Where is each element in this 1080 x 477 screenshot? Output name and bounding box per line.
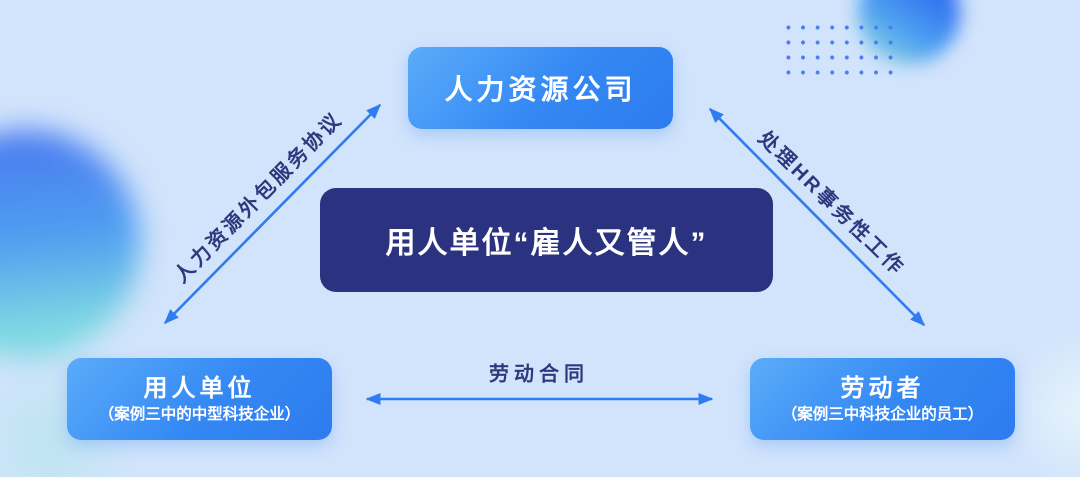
dot-grid-decoration xyxy=(786,25,897,85)
arrow-outsourcing-agreement xyxy=(163,103,382,325)
node-worker-title: 劳动者 xyxy=(840,374,925,402)
node-worker-subtitle: （案例三中科技企业的员工） xyxy=(781,405,984,423)
node-employer: 用人单位 （案例三中的中型科技企业） xyxy=(67,358,332,440)
node-employer-subtitle: （案例三中的中型科技企业） xyxy=(98,405,301,423)
node-relationship-label: 用人单位“雇人又管人” xyxy=(385,227,708,260)
node-hr-company-label: 人力资源公司 xyxy=(444,74,637,105)
node-employer-title: 用人单位 xyxy=(143,374,256,402)
node-relationship-banner: 用人单位“雇人又管人” xyxy=(320,188,773,292)
edge-label-labor-contract: 劳动合同 xyxy=(489,363,589,386)
arrow-hr-affairs xyxy=(708,107,926,327)
node-worker: 劳动者 （案例三中科技企业的员工） xyxy=(750,358,1015,440)
node-hr-company: 人力资源公司 xyxy=(408,47,673,129)
